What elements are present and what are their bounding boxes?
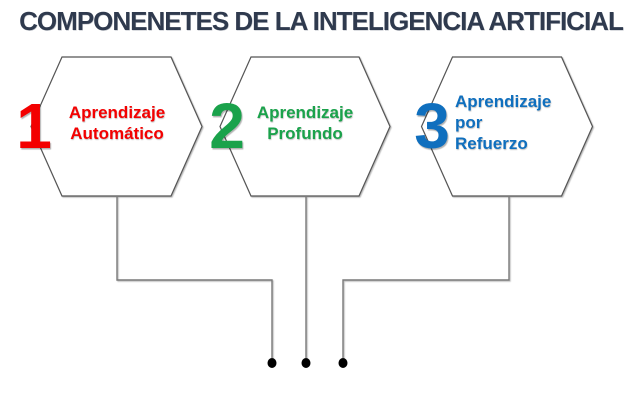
item-label-3: Aprendizaje por Refuerzo — [455, 92, 552, 153]
hexagon-shape-2 — [219, 56, 391, 197]
diagram-title: COMPONENETES DE LA INTELIGENCIA ARTIFICI… — [19, 6, 624, 36]
item-label-2: Aprendizaje Profundo — [256, 103, 354, 143]
item-label-1: Aprendizaje Automático — [68, 103, 166, 143]
hexagon-shape-3 — [420, 56, 594, 197]
item-number-3: 3 — [414, 90, 450, 162]
connector-line-1 — [116, 196, 273, 358]
item-number-1: 1 — [16, 90, 52, 162]
item-number-2: 2 — [209, 90, 245, 162]
hexagon-shape-1 — [30, 56, 203, 197]
connector-line-3 — [342, 196, 510, 358]
connector-dot-2 — [301, 358, 311, 368]
connector-dot-1 — [267, 358, 277, 368]
connector-dot-3 — [338, 358, 348, 368]
